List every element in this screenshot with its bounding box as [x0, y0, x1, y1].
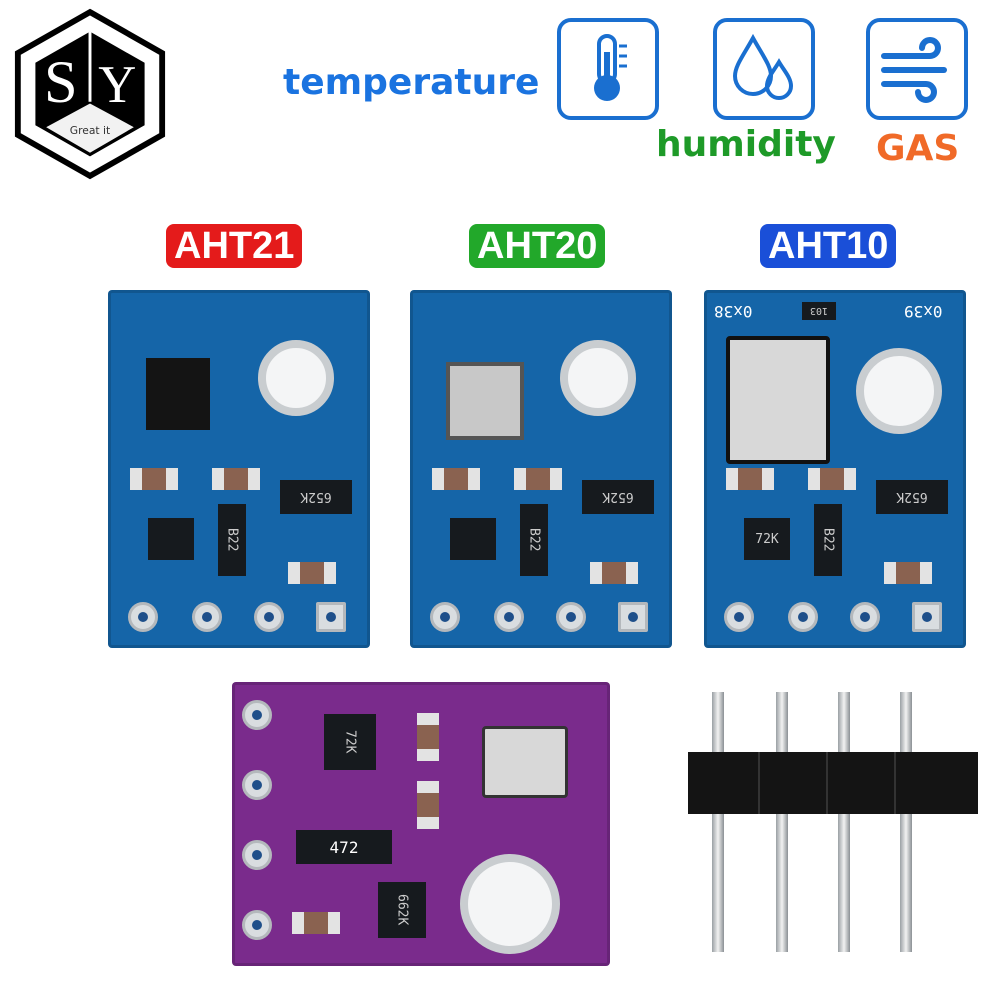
thermometer-icon: [557, 18, 659, 120]
resistor-array: B22: [814, 504, 842, 576]
solder-pad-square: [316, 602, 346, 632]
regulator-chip: [450, 518, 496, 560]
regulator-chip: 72K: [324, 714, 376, 770]
solder-pad: [242, 700, 272, 730]
regulator-chip: [148, 518, 194, 560]
sensor-chip: [446, 362, 524, 440]
capacitor: [884, 562, 932, 584]
solder-pad: [192, 602, 222, 632]
solder-pad: [850, 602, 880, 632]
transistor-chip: 662K: [378, 882, 426, 938]
header-pin: [776, 692, 788, 952]
solder-pad: [788, 602, 818, 632]
mounting-hole: [258, 340, 334, 416]
mounting-hole: [856, 348, 942, 434]
solder-pad: [724, 602, 754, 632]
purple-sensor-board: 472 662K 72K: [232, 682, 610, 966]
model-tag-aht21: AHT21: [166, 224, 303, 268]
solder-pad-square: [912, 602, 942, 632]
resistor-array: 472: [296, 830, 392, 864]
logo-tagline: Great it: [70, 124, 110, 137]
capacitor: [514, 468, 562, 490]
solder-pad: [242, 840, 272, 870]
capacitor: [432, 468, 480, 490]
resistor: 103: [802, 302, 836, 320]
capacitor: [590, 562, 638, 584]
logo-letter-s: S: [44, 49, 78, 116]
mounting-hole: [560, 340, 636, 416]
resistor-array: B22: [520, 504, 548, 576]
solder-pad: [242, 770, 272, 800]
capacitor: [292, 912, 340, 934]
brand-logo: S Y Great it: [14, 8, 166, 180]
sensor-board-aht21: 652K B22: [108, 290, 370, 648]
solder-pad: [128, 602, 158, 632]
sensor-board-aht10: 652K B22 72K 0x38 0x39 103: [704, 290, 966, 648]
capacitor: [417, 713, 439, 761]
solder-pad: [242, 910, 272, 940]
mounting-hole: [460, 854, 560, 954]
header-pin: [900, 692, 912, 952]
header-plastic: [688, 752, 978, 814]
capacitor: [288, 562, 336, 584]
model-tag-aht10: AHT10: [760, 224, 897, 268]
header-pin: [838, 692, 850, 952]
resistor-array: B22: [218, 504, 246, 576]
wind-icon: [866, 18, 968, 120]
sensor-chip: [726, 336, 830, 464]
capacitor: [726, 468, 774, 490]
capacitor: [417, 781, 439, 829]
transistor-chip: 652K: [280, 480, 352, 514]
solder-pad-square: [618, 602, 648, 632]
capacitor: [808, 468, 856, 490]
silkscreen-label: 0x39: [904, 302, 943, 321]
capacitor: [212, 468, 260, 490]
logo-letter-y: Y: [98, 56, 136, 114]
header-pin: [712, 692, 724, 952]
solder-pad: [494, 602, 524, 632]
sensor-board-aht20: 652K B22: [410, 290, 672, 648]
model-tag-aht20: AHT20: [469, 224, 606, 268]
transistor-chip: 652K: [876, 480, 948, 514]
feature-gas: GAS: [876, 128, 960, 169]
feature-temperature: temperature: [283, 62, 540, 103]
transistor-chip: 652K: [582, 480, 654, 514]
silkscreen-label: 0x38: [714, 302, 753, 321]
sensor-chip: [146, 358, 210, 430]
water-drops-icon: [713, 18, 815, 120]
solder-pad: [430, 602, 460, 632]
capacitor: [130, 468, 178, 490]
solder-pad: [254, 602, 284, 632]
regulator-chip: 72K: [744, 518, 790, 560]
solder-pad: [556, 602, 586, 632]
feature-humidity: humidity: [656, 124, 836, 165]
sensor-chip: [482, 726, 568, 798]
